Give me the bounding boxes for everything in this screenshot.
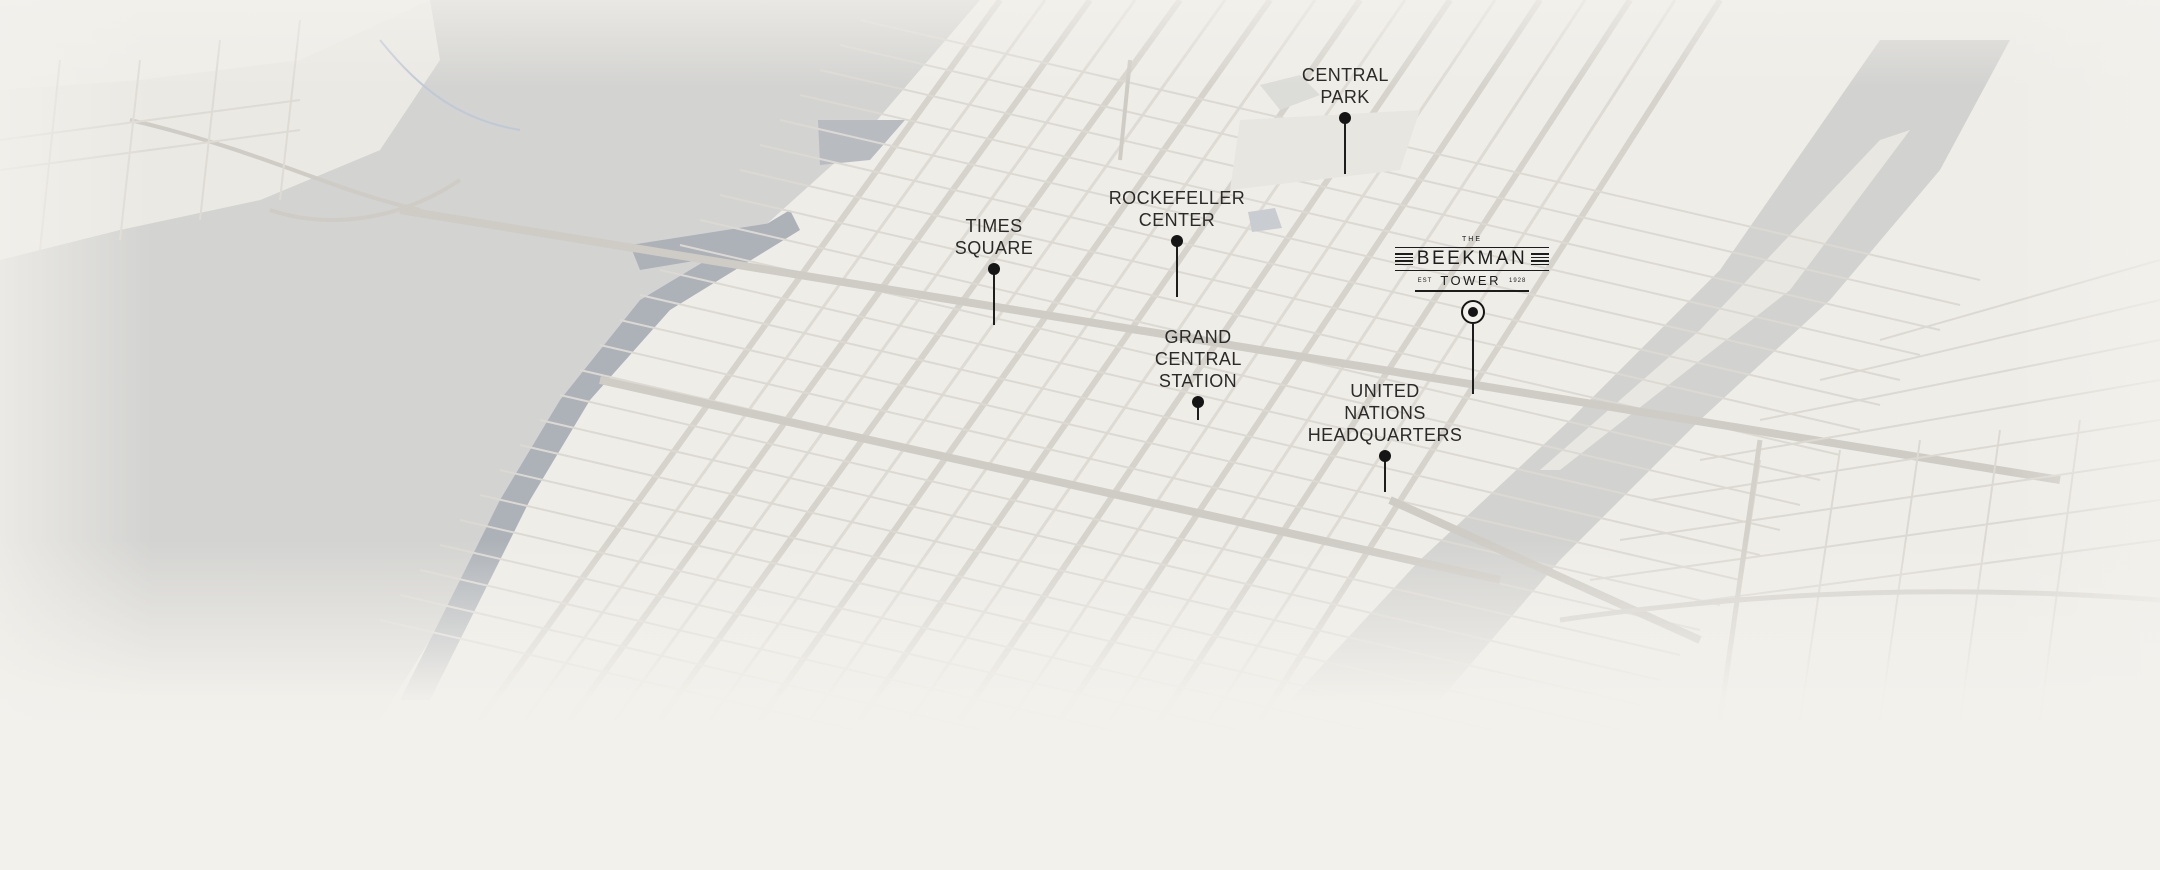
landmark-label[interactable]: GRAND CENTRAL STATION: [1154, 327, 1242, 391]
logo-sub-row: EST TOWER 1928: [1395, 273, 1549, 288]
pin-dot-icon[interactable]: [1192, 396, 1204, 408]
target-pin-core: [1468, 307, 1478, 317]
landmark-label[interactable]: ROCKEFELLER CENTER: [1108, 188, 1246, 230]
logo-tower: TOWER: [1440, 273, 1501, 288]
logo-bars-right-icon: [1531, 253, 1549, 265]
logo-name: BEEKMAN: [1416, 248, 1528, 269]
landmark-label[interactable]: TIMES SQUARE: [954, 216, 1034, 258]
landmark-label[interactable]: UNITED NATIONS HEADQUARTERS: [1307, 381, 1463, 445]
logo-underline: [1415, 290, 1529, 292]
pin-stem: [1344, 118, 1346, 174]
pin-dot-icon[interactable]: [1171, 235, 1183, 247]
main-pin-stem: [1472, 324, 1474, 394]
logo-year: 1928: [1508, 277, 1527, 284]
pin-stem: [1176, 241, 1178, 297]
logo-the: THE: [1462, 236, 1482, 243]
pin-stem: [993, 269, 995, 325]
pin-stem: [1384, 456, 1386, 492]
pin-dot-icon[interactable]: [1379, 450, 1391, 462]
logo-est: EST: [1417, 277, 1433, 284]
logo-name-row: BEEKMAN: [1395, 247, 1549, 271]
pin-dot-icon[interactable]: [1339, 112, 1351, 124]
logo-bars-left-icon: [1395, 253, 1413, 265]
pin-stem: [1197, 402, 1199, 420]
beekman-tower-logo[interactable]: THE BEEKMAN EST TOWER 1928: [1395, 235, 1549, 292]
landmark-label[interactable]: CENTRAL PARK: [1301, 65, 1389, 107]
pin-dot-icon[interactable]: [988, 263, 1000, 275]
